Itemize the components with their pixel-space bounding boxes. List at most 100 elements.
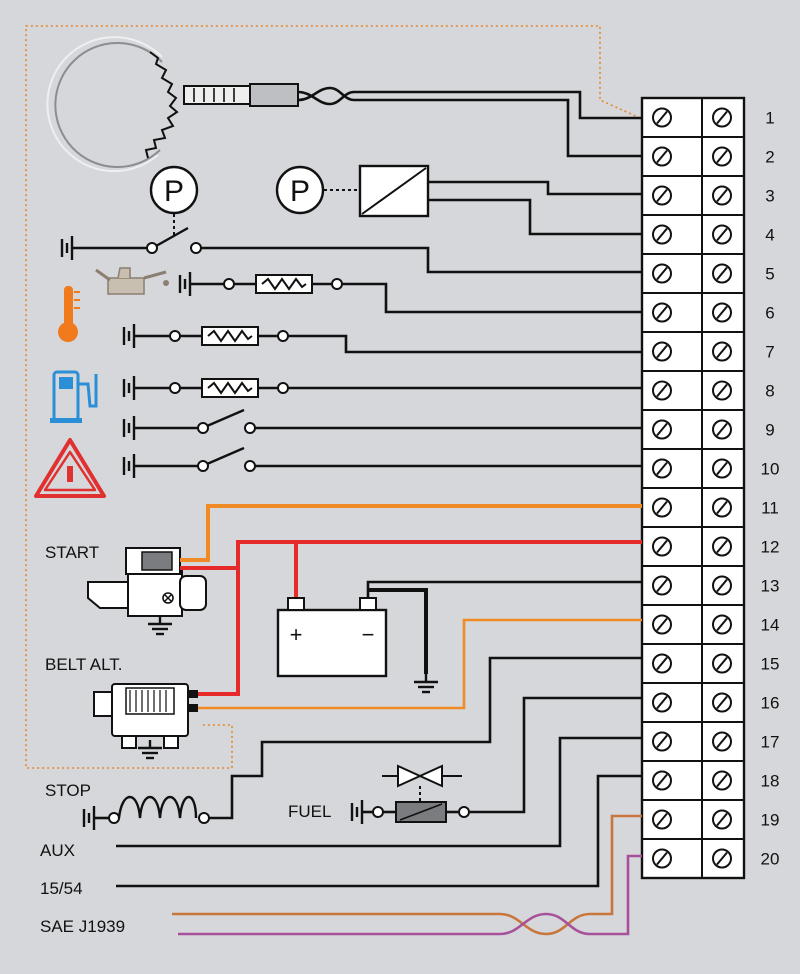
terminal-number-20: 20 (761, 850, 780, 869)
terminal-number-11: 11 (761, 499, 779, 518)
terminal-number-13: 13 (761, 577, 780, 596)
terminal-number-19: 19 (761, 811, 780, 830)
magnetic-pickup-sensor-icon (46, 36, 299, 173)
fuel-label: FUEL (288, 802, 331, 821)
terminal-number-15: 15 (761, 655, 780, 674)
terminal-screw-8-right (712, 380, 732, 401)
terminal-screw-4-left (652, 224, 672, 245)
terminal-number-3: 3 (765, 187, 774, 206)
terminal-screw-2-left (652, 146, 672, 167)
oil-can-icon (95, 267, 169, 295)
pressure-transducer-label: P (290, 175, 310, 208)
wire-t12-battery (180, 540, 642, 570)
terminal-screw-11-right (712, 497, 732, 518)
wire-t16 (470, 696, 642, 814)
wire-t4 (428, 198, 642, 236)
start-label: START (45, 543, 99, 562)
wire-t19-can-h (172, 814, 642, 936)
stop-solenoid-icon (82, 796, 210, 832)
wire-t6 (342, 282, 642, 314)
terminal-screw-5-right (712, 263, 732, 284)
wire-t3 (428, 180, 642, 196)
terminal-screw-6-right (712, 302, 732, 323)
battery-minus-label: − (362, 622, 375, 647)
terminal-screw-18-left (652, 770, 672, 791)
fuel-valve-icon (350, 764, 470, 826)
wire-t17-aux (116, 736, 642, 848)
terminal-screw-5-left (652, 263, 672, 284)
terminal-screw-19-right (712, 809, 732, 830)
terminal-screw-3-right (712, 185, 732, 206)
terminal-number-16: 16 (761, 694, 780, 713)
fuel-pump-icon (50, 370, 98, 423)
terminal-screw-1-left (652, 107, 672, 128)
terminal-screw-17-left (652, 731, 672, 752)
wire-alternator-b-plus (198, 568, 240, 696)
terminal-number-12: 12 (761, 538, 780, 557)
terminal-screw-1-right (712, 107, 732, 128)
wire-t14-alternator-d-plus (198, 618, 642, 710)
oil-pressure-switch-label: P (164, 175, 184, 208)
terminal-number-5: 5 (765, 265, 774, 284)
terminal-number-8: 8 (765, 382, 774, 401)
wire-t7 (288, 334, 642, 354)
terminal-screw-17-right (712, 731, 732, 752)
terminal-screw-11-left (652, 497, 672, 518)
terminal-screw-20-left (652, 848, 672, 869)
terminal-screw-7-right (712, 341, 732, 362)
sae-j1939-label: SAE J1939 (40, 917, 125, 936)
terminal-number-18: 18 (761, 772, 780, 791)
terminal-screw-16-left (652, 692, 672, 713)
battery-plus-label: + (290, 622, 303, 647)
terminal-screw-15-left (652, 653, 672, 674)
terminal-screw-20-right (712, 848, 732, 869)
terminal-screw-7-left (652, 341, 672, 362)
terminal-screw-6-left (652, 302, 672, 323)
wire-t5 (201, 246, 642, 274)
terminal-number-14: 14 (761, 616, 780, 635)
stop-label: STOP (45, 781, 91, 800)
terminal-screw-10-left (652, 458, 672, 479)
battery-icon: + − (276, 597, 388, 678)
terminal-screw-18-right (712, 770, 732, 791)
wire-t15 (204, 656, 642, 820)
belt-alt-label: BELT ALT. (45, 655, 123, 674)
wire-t20-can-l (178, 854, 642, 936)
aux-label: AUX (40, 841, 75, 860)
terminal-number-2: 2 (765, 148, 774, 167)
shield-dotted-line (25, 25, 641, 769)
wire-battery-ground (368, 588, 428, 674)
terminal-number-1: 1 (765, 109, 774, 128)
terminal-number-4: 4 (765, 226, 774, 245)
terminal-screw-14-right (712, 614, 732, 635)
terminal-screw-4-right (712, 224, 732, 245)
terminal-screw-14-left (652, 614, 672, 635)
terminal-number-9: 9 (765, 421, 774, 440)
terminal-number-7: 7 (765, 343, 774, 362)
terminal-screw-19-left (652, 809, 672, 830)
warning-triangle-icon (34, 438, 106, 498)
starter-motor-icon (87, 547, 207, 617)
terminal-number-10: 10 (761, 460, 780, 479)
terminal-number-17: 17 (761, 733, 780, 752)
terminal-screw-9-left (652, 419, 672, 440)
wire-t11-start (180, 504, 642, 562)
terminal-screw-16-right (712, 692, 732, 713)
ign-label: 15/54 (40, 879, 83, 898)
thermometer-icon (58, 286, 80, 342)
wire-t2 (297, 86, 642, 158)
terminal-screw-12-right (712, 536, 732, 557)
terminal-screw-10-right (712, 458, 732, 479)
oil-pressure-switch-icon: P (149, 165, 199, 236)
terminal-screw-3-left (652, 185, 672, 206)
terminal-screw-2-right (712, 146, 732, 167)
terminal-screw-12-left (652, 536, 672, 557)
terminal-screw-8-left (652, 380, 672, 401)
terminal-number-6: 6 (765, 304, 774, 323)
terminal-screw-9-right (712, 419, 732, 440)
terminal-screw-13-right (712, 575, 732, 596)
pressure-transducer-icon: P (275, 164, 430, 218)
